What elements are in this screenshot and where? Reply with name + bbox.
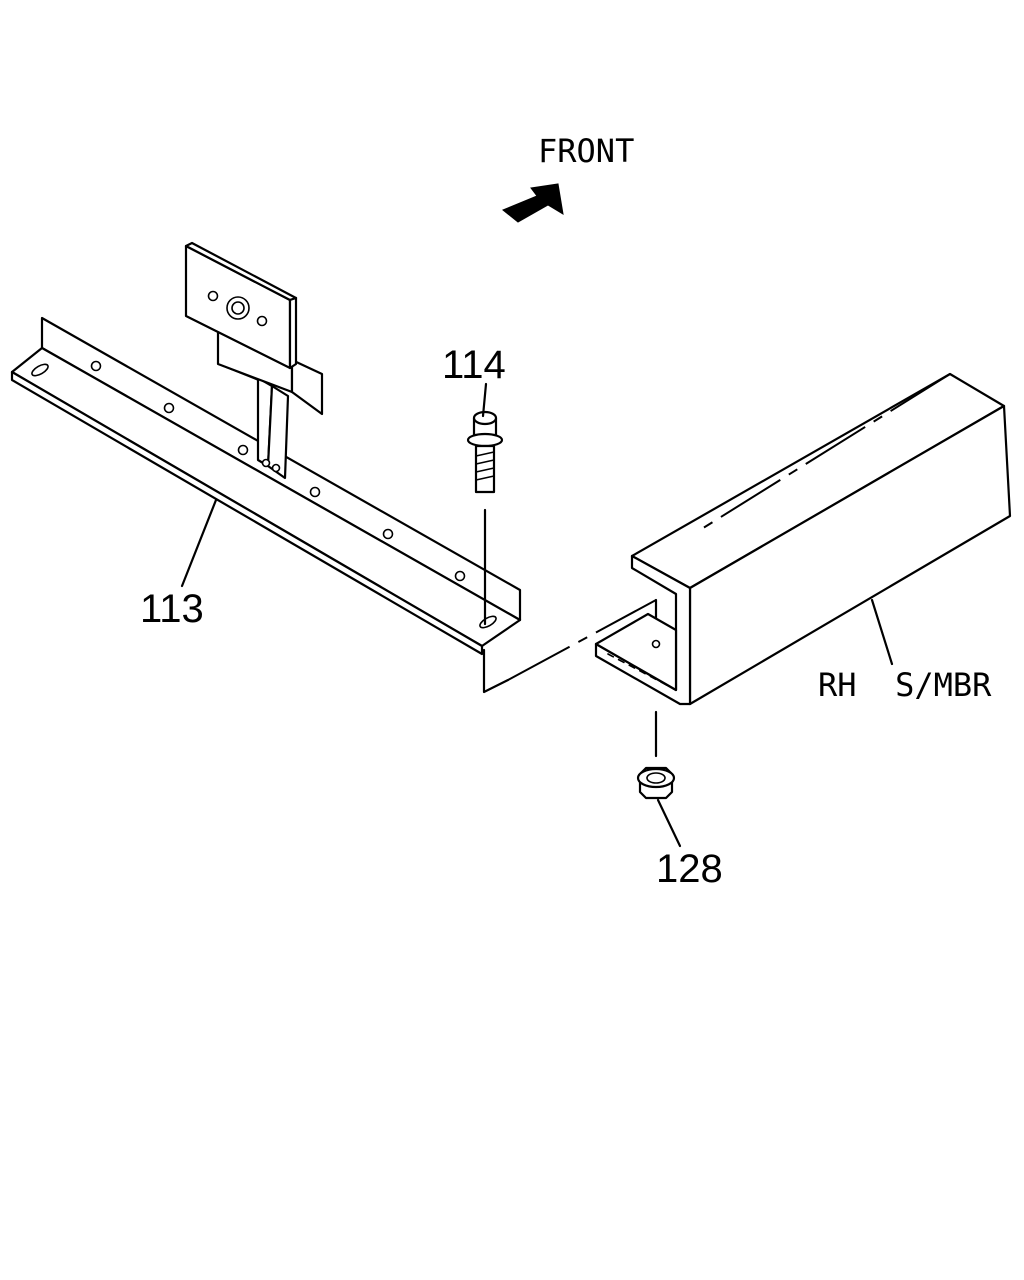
callout-114: 114 <box>442 343 506 387</box>
bracket-hole <box>237 444 249 456</box>
bracket-front-edge <box>10 370 484 656</box>
leader-128 <box>656 798 682 848</box>
stem-hole <box>271 463 281 473</box>
member-hidden-line <box>699 373 951 531</box>
leader-113 <box>180 498 218 588</box>
bolt-shank <box>474 444 496 494</box>
bracket-hole <box>163 402 175 414</box>
leader-114 <box>481 382 488 418</box>
alignment-corner <box>482 648 510 694</box>
plate-neck-side <box>290 358 324 416</box>
neck-edge <box>217 363 259 381</box>
bolt-114 <box>466 410 504 626</box>
bracket-hole <box>454 570 466 582</box>
rh-side-member-label: RH S/MBR <box>818 666 992 704</box>
front-arrow-icon <box>502 183 564 223</box>
member-bottom-flange <box>594 612 678 692</box>
stem-hole <box>261 458 271 468</box>
bracket-113 <box>10 241 522 656</box>
bolt-head-top <box>472 410 498 426</box>
plate-hole <box>207 290 219 302</box>
plate-hole <box>256 315 268 327</box>
member-hole <box>651 639 661 649</box>
callout-128: 128 <box>656 847 723 891</box>
mounting-plate-side <box>288 296 298 370</box>
bracket-hole <box>382 528 394 540</box>
front-indicator: FRONT <box>502 132 634 223</box>
bracket-stem-side <box>266 384 290 480</box>
bolt-thread <box>475 451 495 481</box>
bolt-flange <box>466 432 504 448</box>
nut-hole <box>646 772 666 784</box>
leader-rh-side-member <box>870 598 894 666</box>
rh-side-member <box>594 372 1012 706</box>
callout-113: 113 <box>140 587 204 631</box>
bracket-slot <box>31 363 49 377</box>
member-end-profile <box>594 554 692 706</box>
bracket-hole <box>309 486 321 498</box>
front-label: FRONT <box>538 132 634 170</box>
plate-large-hole-inner <box>231 301 245 315</box>
bracket-hole <box>90 360 102 372</box>
alignment-line <box>507 599 657 681</box>
member-hidden-edge <box>607 653 677 691</box>
nut-128 <box>636 710 676 800</box>
